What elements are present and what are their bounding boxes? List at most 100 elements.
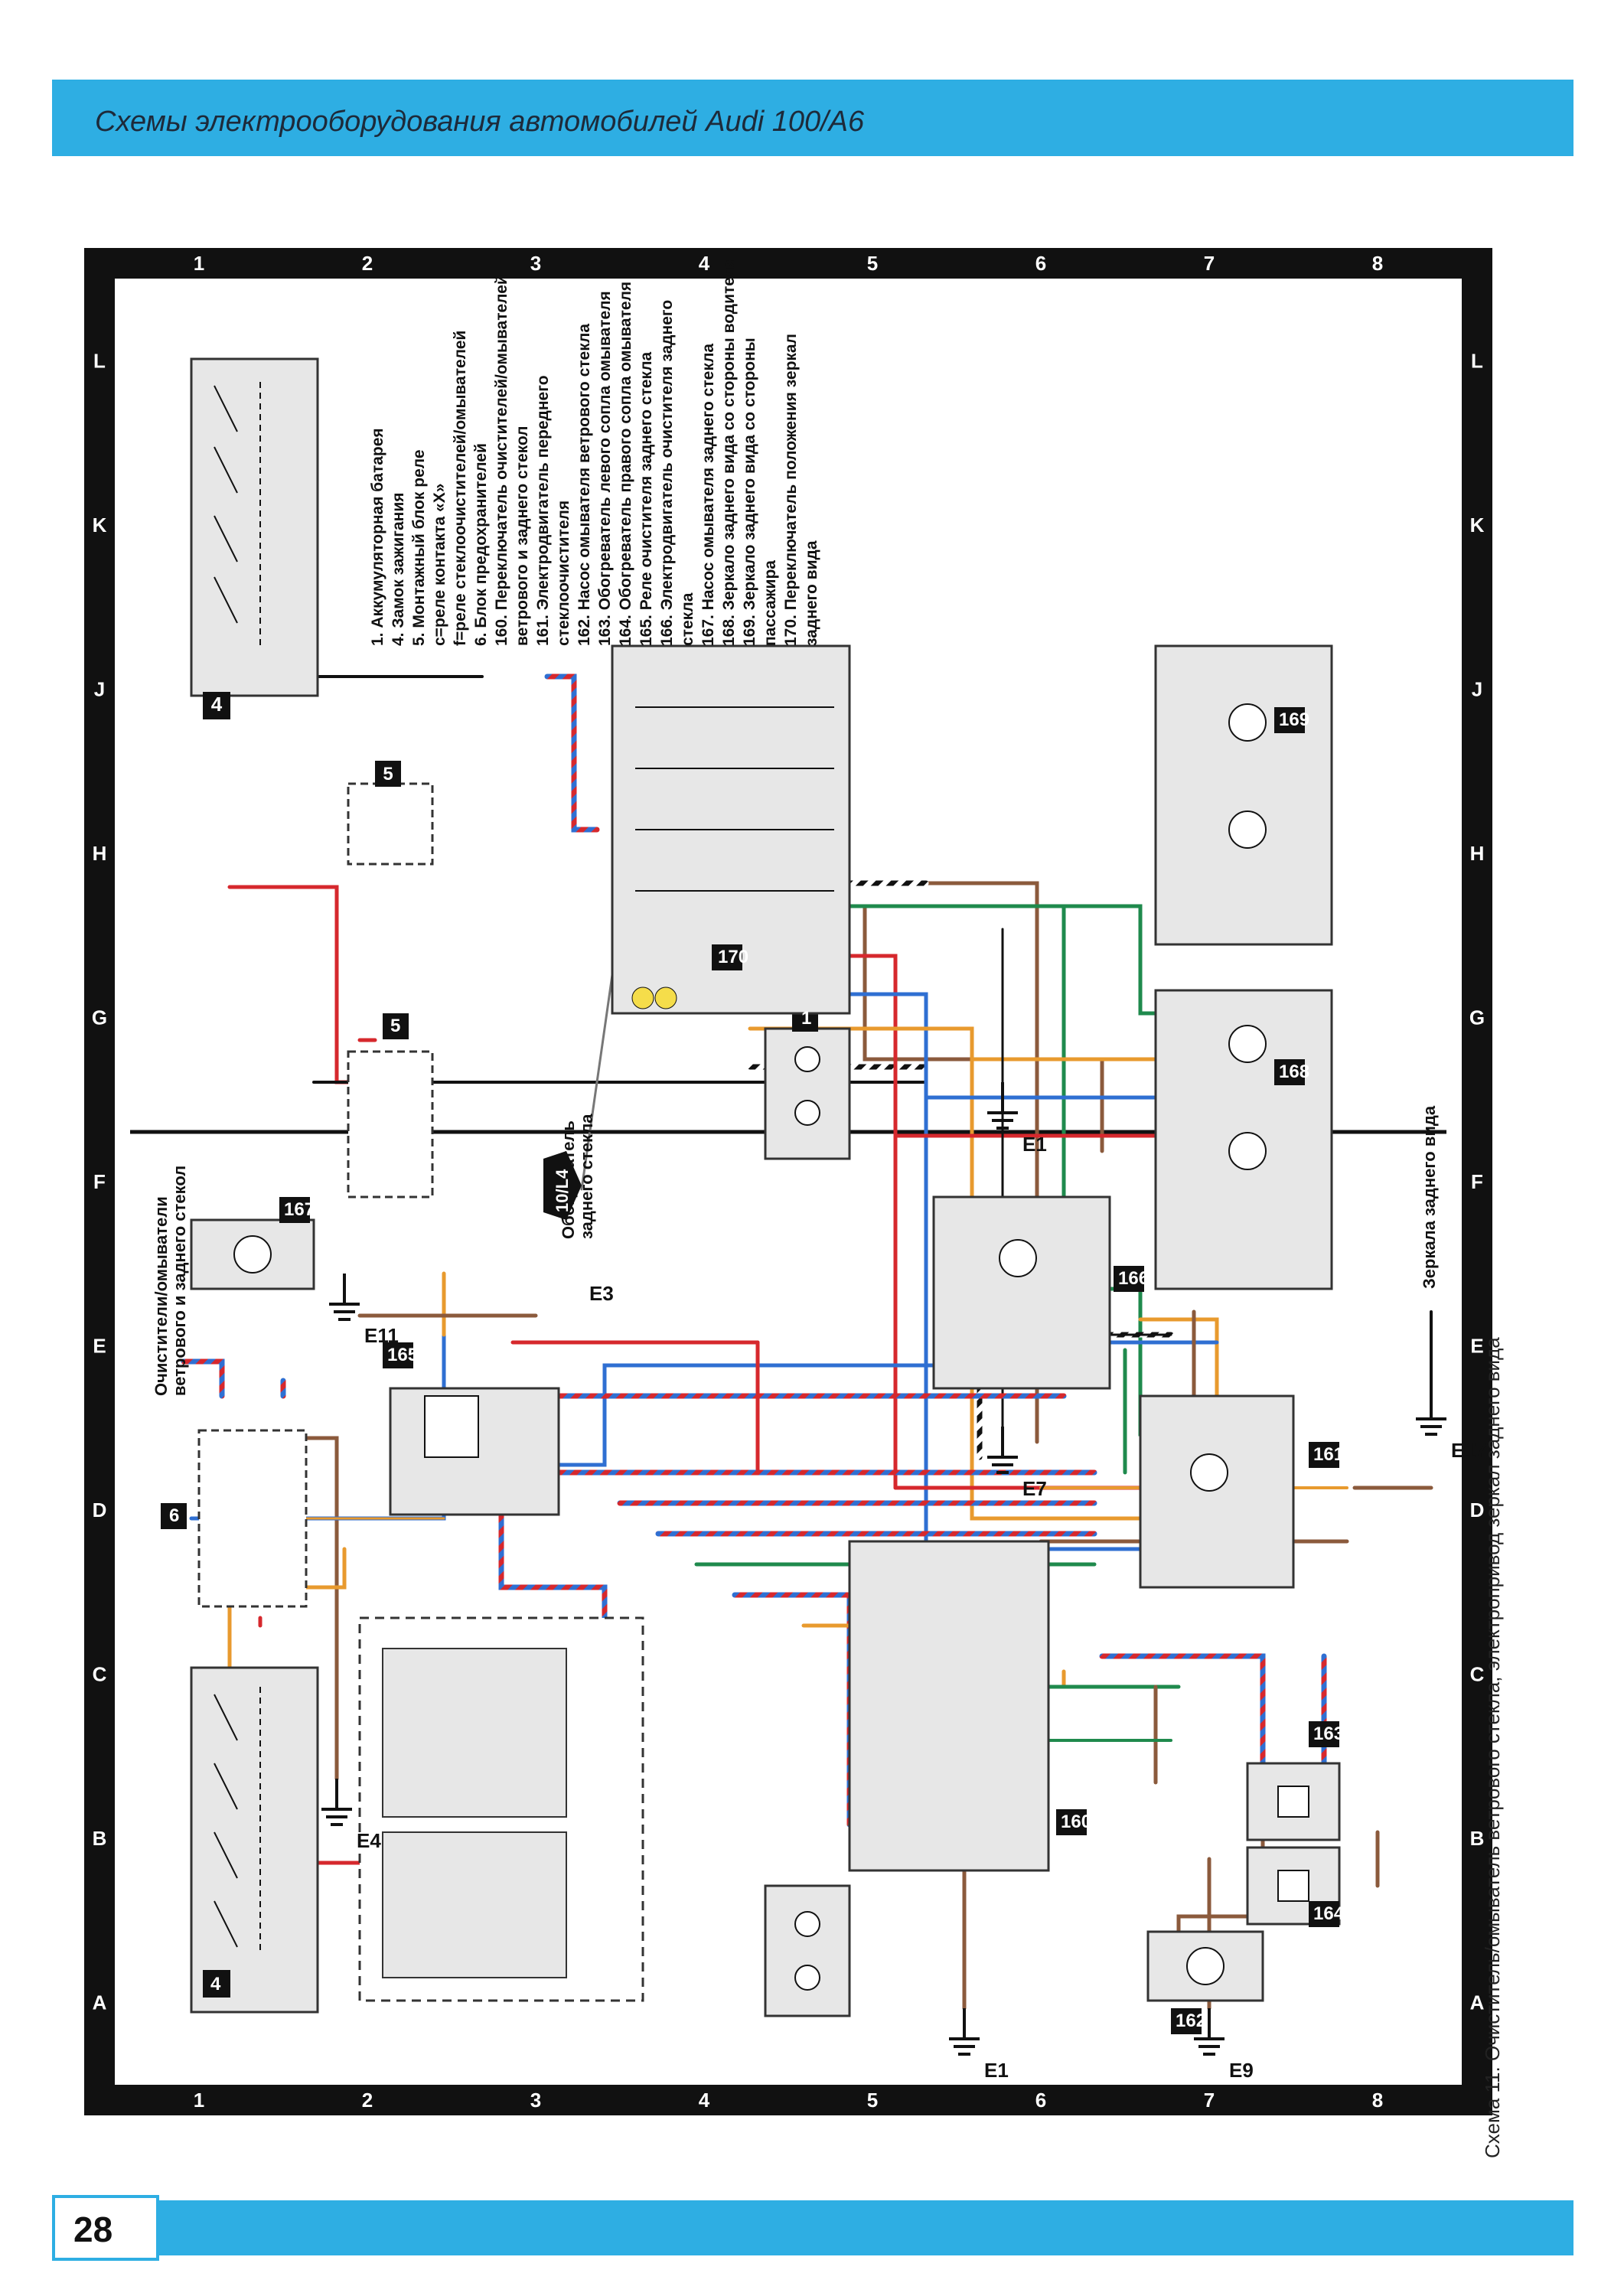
rear-heater-ref: 10/L4 [543,1151,582,1220]
legend-line: 166. Электродвигатель очистителя заднего [658,300,676,646]
grid-column-label: 1 [194,252,204,275]
nozzle-heater-163 [1246,1721,1341,1841]
grid-column-label: 4 [699,252,710,275]
label-162: 162 [1176,2011,1206,2031]
legend-line: 4. Замок зажигания [390,492,407,646]
fuse-block-5-mid [347,1013,434,1199]
footer-bar [52,2200,1573,2255]
battery-upper [764,1006,851,1160]
grid-row-label: G [1469,1006,1485,1029]
washer-pump-162 [1146,1930,1264,2034]
grid-row-label: E [1470,1335,1483,1358]
label-161: 161 [1313,1444,1344,1465]
grid-row-label: K [93,514,107,536]
grid-row-label: E [93,1335,106,1358]
grid-row-label: C [1470,1663,1485,1686]
label-4-upper: 4 [211,693,223,716]
page-number: 28 [73,2210,113,2249]
ground-symbols [321,1082,1446,2056]
rear-heater-ref-text: 10/L4 [553,1169,572,1212]
label-1-upper: 1 [801,1008,811,1029]
legend-line: ветрового и заднего стекол [514,426,531,647]
label-170: 170 [718,947,748,967]
grid-row-label: K [1470,514,1485,536]
legend-line: заднего вида [803,540,820,646]
legend-line: 6. Блок предохранителей [472,443,490,646]
label-5-mid: 5 [390,1016,400,1036]
ground-e3: E3 [589,1282,614,1305]
relay-block-5-upper: 5 [347,761,434,866]
grid-row-label: A [1470,1991,1485,2014]
label-160: 160 [1061,1812,1091,1832]
ground-e9: E9 [1229,2059,1254,2082]
grid-column-label: 8 [1372,2089,1383,2112]
section-label-mirrors: Зеркала заднего вида [1420,1105,1439,1289]
label-167: 167 [284,1199,315,1220]
legend-line: 167. Насос омывателя заднего стекла [699,344,717,646]
grid-column-label: 3 [530,252,541,275]
ground-e17: E17 [1451,1439,1486,1462]
grid-column-label: 7 [1204,252,1215,275]
label-168: 168 [1279,1062,1309,1082]
grid-column-label: 4 [699,2089,710,2112]
legend-line: стеклоочистителя [555,501,572,646]
grid-row-label: G [92,1006,107,1029]
grid-row-label: H [1470,842,1485,865]
nozzle-heater-164 [1246,1846,1341,1927]
grid-column-label: 7 [1204,2089,1215,2112]
grid-row-label: B [1470,1827,1485,1850]
section-label-wipers-1: Очистители/омыватели [152,1196,171,1396]
page-title: Схемы электрооборудования автомобилей Au… [95,106,865,138]
label-165: 165 [387,1345,418,1365]
legend-line: 160. Переключатель очистителей/омывателе… [493,275,510,646]
grid-column-label: 1 [194,2089,204,2112]
legend-line: 169. Зеркало заднего вида со стороны [741,338,758,646]
legend-line: 5. Монтажный блок реле [410,449,428,646]
grid-column-label: 2 [362,252,373,275]
grid-row-label: L [93,349,106,372]
legend-line: 170. Переключатель положения зеркал [782,334,800,646]
legend-line: пассажира [761,560,779,646]
legend-line: c=реле контакта «X» [431,484,448,646]
fuse-block-6 [161,1429,308,1608]
ground-e7: E7 [1022,1477,1047,1500]
label-164: 164 [1313,1903,1345,1924]
grid-column-label: 6 [1035,2089,1046,2112]
grid-column-label: 5 [867,252,878,275]
grid-row-label: J [1472,677,1482,700]
grid-row-label: A [93,1991,107,2014]
ground-e11: E11 [364,1324,399,1347]
ignition-switch-lower [190,1666,319,2014]
legend-line: стекла [679,592,696,646]
grid-column-label: 8 [1372,252,1383,275]
label-4-lower: 4 [210,1974,221,1994]
mirror-168 [1154,989,1333,1290]
wiper-switch-160 [848,1540,1087,1872]
legend-line: 161. Электродвигатель переднего [534,375,552,646]
grid-row-label: F [93,1170,106,1193]
grid-row-label: C [93,1663,107,1686]
label-166: 166 [1118,1268,1149,1289]
grid-row-label: F [1471,1170,1483,1193]
legend-line: 1. Аккумуляторная батарея [369,428,386,646]
relay-block-5-lower [358,1616,644,2002]
washer-pump-167 [190,1197,315,1290]
frame-checker [84,248,1492,2115]
grid-row-label: D [1470,1499,1485,1521]
label-169: 169 [1279,709,1309,730]
section-label-wipers-2: ветрового и заднего стекол [170,1166,189,1396]
legend-line: f=реле стеклоочистителей/омывателей [452,331,469,646]
mirror-switch-170 [611,644,851,1015]
grid-column-label: 5 [867,2089,878,2112]
grid-row-label: B [93,1827,107,1850]
mirror-169 [1154,644,1333,946]
header-bar: Схемы электрооборудования автомобилей Au… [52,80,1573,156]
page-number-box: 28 [52,2195,159,2261]
legend-line: 165. Реле очистителя заднего стекла [638,351,655,646]
front-wiper-motor-161 [1139,1394,1339,1589]
ignition-switch-upper: 4 [190,357,319,719]
rear-heater-label-2: заднего стекла [577,1114,596,1239]
ground-e1-lower: E1 [984,2059,1009,2082]
label-6: 6 [169,1505,179,1526]
legend-line: 168. Зеркало заднего вида со стороны вод… [720,257,738,646]
